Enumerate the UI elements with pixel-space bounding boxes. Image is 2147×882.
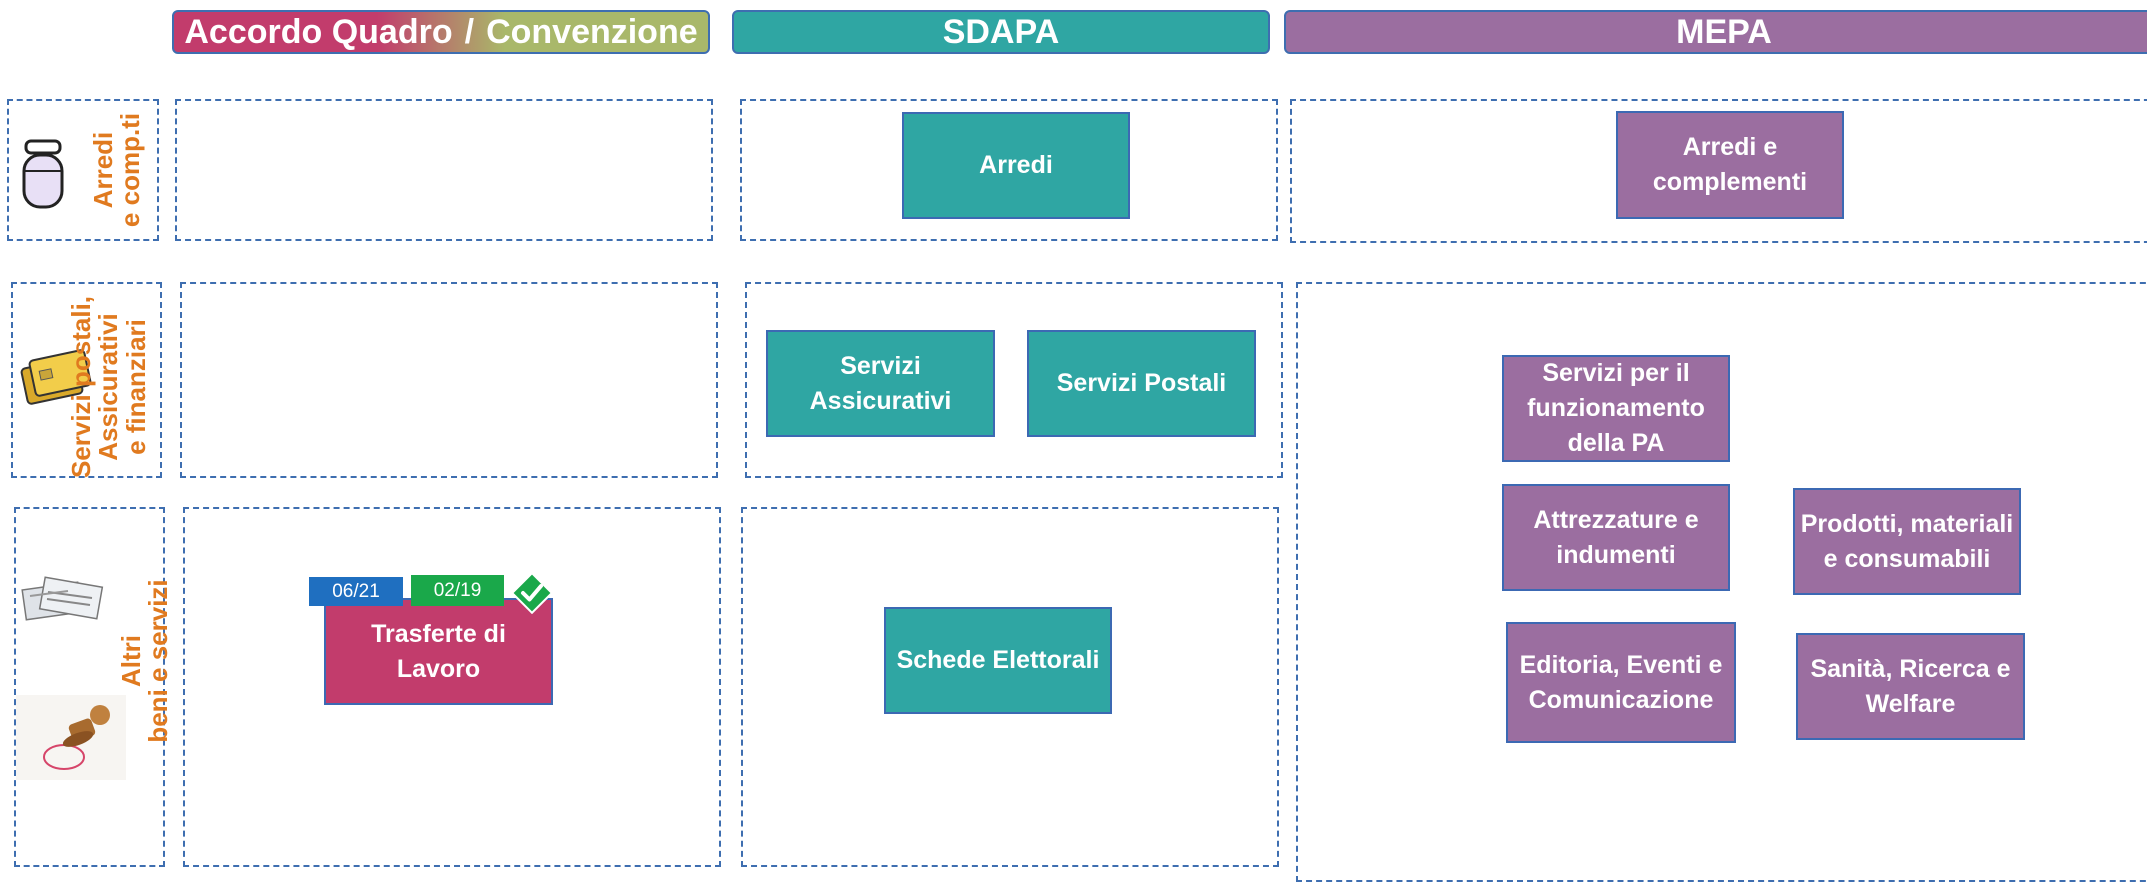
header-convenzione-label: Convenzione	[486, 12, 698, 51]
box-servizi-postali[interactable]: Servizi Postali	[1027, 330, 1256, 437]
box-servizi-assicurativi[interactable]: Servizi Assicurativi	[766, 330, 995, 437]
header-accordo-label: Accordo Quadro	[184, 12, 453, 51]
box-sanita-ricerca[interactable]: Sanità, Ricerca e Welfare	[1796, 633, 2025, 740]
header-slash: /	[464, 12, 475, 51]
box-trasferte-lavoro[interactable]: Trasferte di Lavoro	[324, 598, 553, 705]
box-attrezzature-indumenti[interactable]: Attrezzature e indumenti	[1502, 484, 1730, 591]
row-label-altri: Altri beni e servizi	[115, 579, 173, 743]
checkmark-icon	[510, 571, 554, 615]
sdapa-cell-servizi	[745, 282, 1283, 478]
mouse-icon	[18, 135, 68, 215]
header-accordo-convenzione: Accordo Quadro / Convenzione	[172, 10, 710, 54]
box-servizi-funzionamento-pa[interactable]: Servizi per il funzionamento della PA	[1502, 355, 1730, 462]
box-editoria-eventi[interactable]: Editoria, Eventi e Comunicazione	[1506, 622, 1736, 743]
row-label-servizi-cell	[11, 282, 162, 478]
row-label-arredi: Arredi e comp.ti	[87, 112, 145, 228]
box-schede-elettorali[interactable]: Schede Elettorali	[884, 607, 1112, 714]
convenzione-cell-servizi	[180, 282, 718, 478]
box-sdapa-arredi[interactable]: Arredi	[902, 112, 1130, 219]
date-badge-blue: 06/21	[309, 577, 403, 606]
mepa-cell-arredi	[1290, 99, 2147, 243]
stamp-icon	[16, 695, 126, 780]
credit-cards-icon	[20, 345, 92, 407]
row-label-servizi: Servizi postali, Assicurativi e finanzia…	[66, 295, 151, 479]
date-badge-green: 02/19	[411, 575, 504, 606]
sdapa-cell-arredi	[740, 99, 1278, 241]
header-mepa: MEPA	[1284, 10, 2147, 54]
row-label-arredi-cell	[7, 99, 159, 241]
convenzione-cell-arredi	[175, 99, 713, 241]
box-mepa-arredi-complementi[interactable]: Arredi e complementi	[1616, 111, 1844, 219]
header-sdapa: SDAPA	[732, 10, 1270, 54]
newspapers-icon	[18, 572, 108, 622]
box-prodotti-materiali[interactable]: Prodotti, materiali e consumabili	[1793, 488, 2021, 595]
